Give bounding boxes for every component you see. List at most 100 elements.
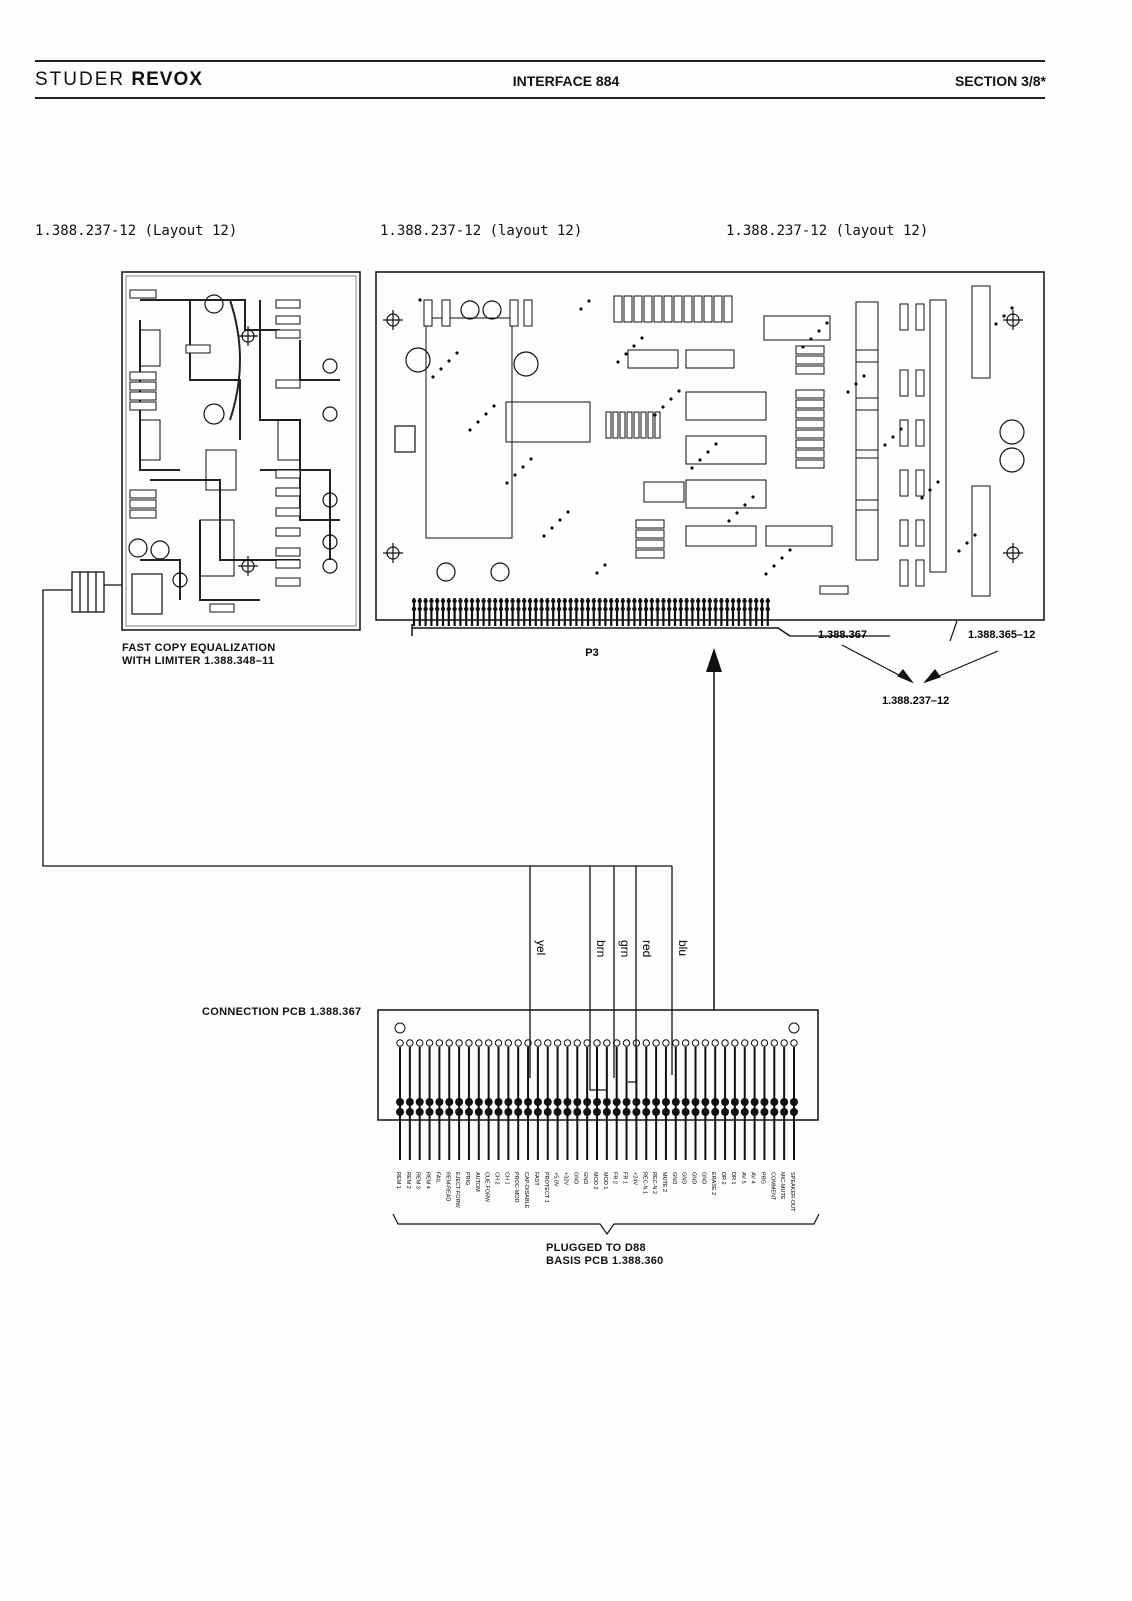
pad-bottom — [445, 1098, 454, 1106]
via — [735, 511, 739, 515]
pin-label: COMMENT — [769, 1172, 775, 1201]
p3-pad — [661, 606, 666, 612]
resistor — [795, 459, 825, 469]
ic-body — [505, 401, 591, 443]
layout-label-1: 1.388.237-12 (Layout 12) — [35, 223, 238, 239]
p3-pad — [527, 598, 533, 604]
dip-switch — [647, 411, 654, 439]
p3-pad — [516, 606, 521, 612]
p3-pad — [748, 598, 753, 604]
p3-pad — [423, 606, 428, 612]
resistor — [915, 559, 925, 587]
p3-pad — [446, 598, 451, 604]
pin-label: CAP-DISABLE — [523, 1172, 529, 1209]
p3-pad — [464, 606, 469, 612]
p3-pad — [736, 606, 741, 612]
resistor — [129, 401, 157, 411]
pad-bottom — [721, 1098, 730, 1106]
pin-label: AV 5 — [740, 1172, 746, 1184]
via — [825, 321, 829, 325]
via — [690, 466, 694, 470]
resistor — [129, 289, 157, 299]
pin-label: FAIL — [434, 1172, 440, 1183]
via — [439, 367, 443, 371]
dip-switch — [626, 411, 633, 439]
pin-label: GND — [572, 1172, 578, 1184]
wire-label-yel: yel — [534, 940, 548, 955]
pin-label: MOD 1 — [602, 1172, 608, 1189]
via — [661, 405, 665, 409]
pad-bottom — [563, 1098, 572, 1106]
p3-pad — [539, 606, 544, 612]
pin-label: CH 2 — [494, 1172, 500, 1185]
p3-pad — [475, 606, 480, 612]
via — [587, 299, 591, 303]
via — [505, 481, 509, 485]
resistor — [441, 299, 451, 327]
p3-pad — [661, 598, 666, 604]
pad-top — [484, 1039, 493, 1047]
pad-bottom — [750, 1108, 759, 1116]
p3-pad — [411, 598, 417, 604]
pad-top — [573, 1039, 581, 1047]
pin-label: CH 1 — [503, 1172, 509, 1185]
pin-label: PRIG — [464, 1172, 470, 1185]
pad-top — [790, 1039, 798, 1047]
p3-pad — [498, 606, 504, 612]
resistor — [795, 345, 825, 355]
p3-pad — [672, 606, 678, 612]
pad-top — [721, 1039, 729, 1047]
p3-pad — [435, 606, 440, 612]
pad-bottom — [602, 1108, 611, 1116]
resistor — [129, 371, 157, 381]
p3-pad — [533, 598, 538, 604]
p3-pad — [672, 598, 678, 604]
pad-top — [406, 1039, 414, 1047]
pin-label: REM 3 — [415, 1172, 421, 1189]
resistor — [185, 344, 211, 354]
via — [624, 352, 628, 356]
p3-pad — [522, 606, 527, 612]
pad-bottom — [642, 1108, 651, 1116]
pad-top — [583, 1039, 591, 1047]
plugged-line1: PLUGGED TO D88 — [546, 1242, 646, 1254]
pad-top — [544, 1039, 552, 1047]
resistor — [275, 315, 301, 325]
capacitor — [999, 447, 1025, 473]
p3-pad — [684, 606, 689, 612]
pad-bottom — [780, 1108, 789, 1116]
ic-body — [765, 525, 833, 547]
pin-label: +32V — [562, 1172, 568, 1185]
p3-pad — [609, 606, 614, 612]
layout-label-3: 1.388.237-12 (layout 12) — [726, 223, 929, 239]
resistor — [275, 507, 301, 517]
pad-bottom — [524, 1108, 533, 1116]
pin-label: AUTOM — [474, 1172, 480, 1192]
layout-label-2: 1.388.237-12 (layout 12) — [380, 223, 583, 239]
pin-label: EJECT-FORW — [454, 1172, 460, 1208]
ic-body — [855, 499, 879, 561]
ic-body — [277, 419, 301, 461]
via — [862, 374, 866, 378]
resistor — [635, 539, 665, 549]
resistor — [899, 559, 909, 587]
via — [418, 298, 422, 302]
ic-body — [855, 449, 879, 511]
p3-pad — [701, 598, 707, 604]
pad-top — [681, 1039, 690, 1047]
ic-body — [627, 349, 679, 369]
ic-body — [971, 285, 991, 379]
pad-bottom — [632, 1098, 641, 1106]
connection-pcb-caption: CONNECTION PCB 1.388.367 — [202, 1006, 362, 1018]
pad-bottom — [790, 1108, 798, 1116]
main-pcb — [375, 271, 1045, 637]
pad-bottom — [593, 1098, 601, 1106]
p3-pad — [464, 598, 469, 604]
pad-top — [760, 1039, 769, 1047]
pad-bottom — [632, 1108, 641, 1116]
via — [595, 571, 599, 575]
pad-bottom — [464, 1098, 473, 1106]
resistor — [703, 295, 713, 323]
via — [936, 480, 940, 484]
